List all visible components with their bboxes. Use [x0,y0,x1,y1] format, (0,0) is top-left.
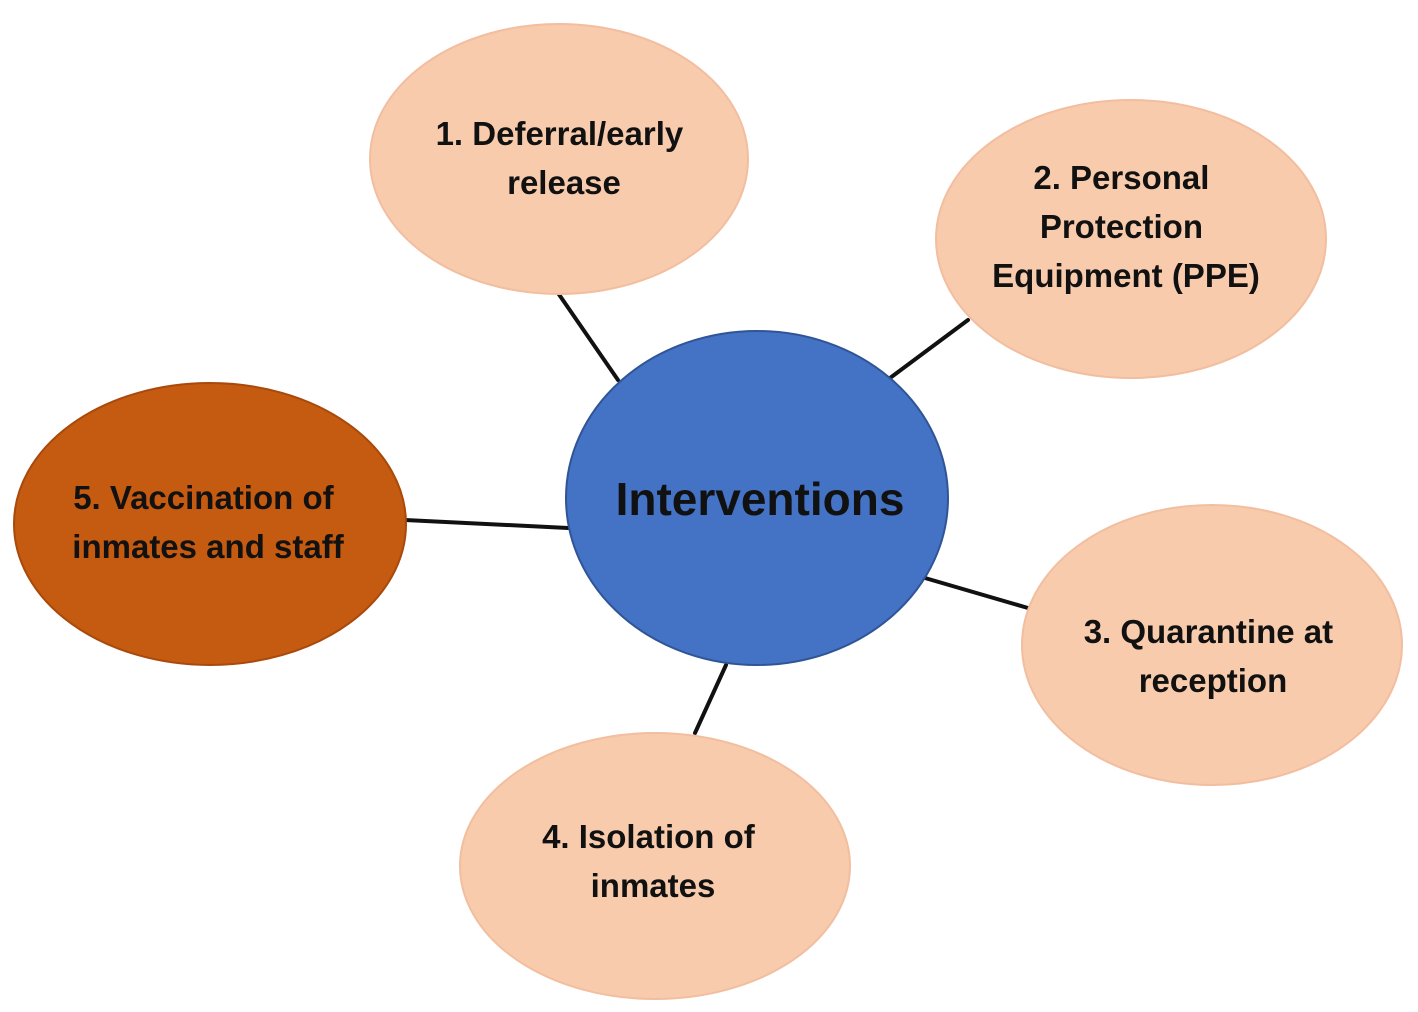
node-label: 1. Deferral/early release [436,115,693,201]
connector-4 [693,663,728,735]
node-vaccination-of-inmates-and-staff: 5. Vaccination of inmates and staff [13,382,407,666]
node-label-line: 4. Isolation of [542,818,756,855]
node-label-line: inmates and staff [72,528,344,565]
node-label-line: Equipment (PPE) [992,257,1260,294]
node-label-line: Protection [1040,208,1203,245]
node-label: 3. Quarantine at reception [1084,613,1343,699]
connector-2 [888,318,970,380]
connector-3 [923,576,1030,610]
node-personal-protection-equipment: 2. Personal Protection Equipment (PPE) [935,99,1327,379]
node-label-line: 5. Vaccination of [73,479,334,516]
node-deferral-early-release: 1. Deferral/early release [369,23,749,295]
node-ellipse [13,382,407,666]
node-label: 5. Vaccination of inmates and staff [72,479,344,565]
node-label-line: release [507,164,621,201]
node-ellipse [935,99,1327,379]
node-isolation-of-inmates: 4. Isolation of inmates [459,732,851,1000]
node-label-line: inmates [591,867,716,904]
center-label: Interventions [616,473,905,525]
node-label-line: 3. Quarantine at [1084,613,1333,650]
node-label: 2. Personal Protection Equipment (PPE) [992,159,1260,294]
node-ellipse [369,23,749,295]
center-node: Interventions [565,330,949,666]
connector-1 [556,291,620,382]
center-ellipse [565,330,949,666]
connector-5 [403,518,570,530]
connectors [403,291,1030,735]
node-ellipse [459,732,851,1000]
node-label: 4. Isolation of inmates [542,818,764,904]
node-label-line: 1. Deferral/early [436,115,684,152]
node-quarantine-at-reception: 3. Quarantine at reception [1021,504,1403,786]
node-label-line: 2. Personal [1033,159,1209,196]
node-label-line: reception [1139,662,1288,699]
node-ellipse [1021,504,1403,786]
